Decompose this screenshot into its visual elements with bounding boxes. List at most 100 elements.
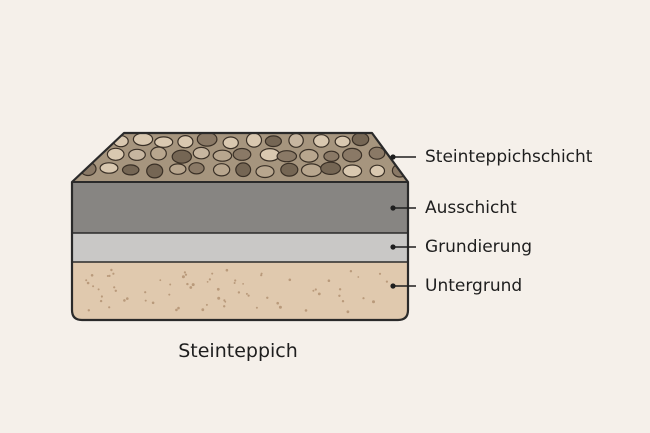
sand-dot [181,275,185,279]
sand-dot [201,308,205,312]
sand-dot [126,297,129,300]
pebble [154,136,174,148]
pebble [188,162,205,175]
pebble [192,146,210,160]
pebble [121,164,140,176]
sand-dot [144,291,147,294]
pebble [368,146,386,160]
sand-dot [208,278,211,281]
pebble [169,163,187,175]
sand-dot [186,282,189,286]
pebble [106,147,125,161]
sand-dot [255,306,258,309]
pebble [132,133,154,147]
pebble [264,135,282,148]
label-stone-layer: Steinteppichschicht [425,147,593,167]
pebble [300,163,323,178]
pebble [280,162,299,177]
sand-dot [189,286,193,289]
sand-dot [304,309,308,312]
label-substrate-layer: Untergrund [425,276,523,296]
sand-dot [338,294,341,297]
pebble [299,148,319,163]
pebble [235,162,252,178]
sand-dot [237,291,241,294]
stone-pebbles [79,133,408,179]
pebble [342,147,363,163]
sand-dot [278,305,282,309]
label-primer-layer: Grundierung [425,237,533,257]
sand-dot [317,292,321,296]
sand-dot [346,310,350,314]
pebble [334,135,351,148]
pebble [342,164,363,178]
sand-dot [108,306,111,309]
layer-coat [72,182,408,233]
sand-dot [327,279,331,283]
pebble [177,134,194,149]
pebble [222,136,239,150]
sand-dot [223,305,226,308]
pebble [245,133,263,148]
sand-dot [99,299,103,303]
pebble [196,133,218,147]
pebble [323,150,340,162]
sand-dot [266,296,269,299]
leader-substrate [390,283,416,289]
sand-dot [90,274,94,277]
sand-dot [168,293,171,296]
sand-dot [114,289,118,292]
pebble [99,162,119,174]
sand-dot [151,301,155,305]
diagram-caption: Steinteppich [178,340,298,362]
sand-dot [112,272,115,275]
sand-dot [362,297,365,300]
pebble [369,164,386,178]
sand-dot [216,287,220,291]
leader-primer [390,244,416,250]
sand-dot [183,271,186,274]
sand-dot [110,268,113,272]
layer-substrate [72,262,408,320]
sand-dot [205,303,208,306]
sand-dot [159,279,162,282]
sand-dot [108,274,111,277]
sand-dot [86,281,90,285]
sand-dot [233,282,236,284]
sand-dot [341,300,345,303]
pebble [320,161,342,175]
sand-dot [191,283,195,287]
pebble [276,150,298,163]
sand-dot [211,272,214,275]
sand-dot [245,292,248,295]
sand-dot [312,289,315,292]
sand-dot [338,288,342,291]
sand-dot [242,283,245,285]
sand-dot [123,299,126,302]
pebble [150,146,167,161]
sand-dot [85,279,88,282]
pebble [212,163,231,177]
sand-dot [206,281,209,283]
sand-dot [234,279,237,282]
sand-dot [100,295,103,298]
pebble [212,149,233,162]
sand-dot [106,275,109,277]
sand-dot [260,274,263,277]
sand-dot [378,272,382,275]
pebble [312,134,330,148]
pebble [128,148,146,161]
substrate-texture [85,268,388,314]
sand-dot [113,286,116,289]
pebble [255,165,275,179]
sand-dot [357,276,360,278]
sand-dot [92,285,95,288]
sand-dot [87,309,91,312]
sand-dot [225,268,229,272]
pebble [288,133,304,148]
pebble [232,147,252,161]
pebble [351,133,370,147]
sand-dot [169,283,172,286]
sand-dot [260,272,263,275]
